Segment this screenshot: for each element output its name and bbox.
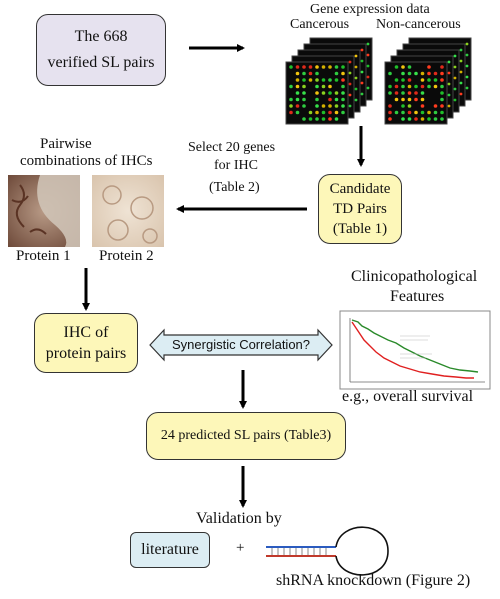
- source-box: The 668 verified SL pairs: [36, 14, 166, 86]
- source-box-line2: verified SL pairs: [47, 54, 155, 71]
- shrna-label: shRNA knockdown (Figure 2): [276, 572, 471, 589]
- ihc-box: IHC of protein pairs: [34, 313, 138, 373]
- validation-title: Validation by: [196, 510, 282, 527]
- expression-title: Gene expression data: [310, 2, 430, 17]
- microarray-cancerous-stack: [285, 37, 373, 125]
- candidate-box-line1: Candidate: [329, 181, 391, 197]
- select-genes-line3: (Table 2): [209, 180, 260, 195]
- ihc-box-line1: IHC of: [63, 324, 109, 341]
- clinico-example: e.g., overall survival: [342, 388, 474, 405]
- literature-label: literature: [141, 541, 199, 558]
- expression-cancerous-label: Cancerous: [290, 17, 350, 32]
- survival-curve-green: [351, 319, 479, 373]
- ihc-box-line2: protein pairs: [45, 345, 127, 362]
- protein1-label: Protein 1: [16, 248, 71, 264]
- clinico-line1: Clinicopathological: [351, 268, 478, 285]
- ihc-images-title-line2: combinations of IHCs: [20, 153, 153, 169]
- protein2-image: [92, 175, 164, 247]
- predicted-box: 24 predicted SL pairs (Table3): [146, 412, 346, 460]
- ihc-images-title-line1: Pairwise: [40, 136, 92, 152]
- expression-noncancerous-label: Non-cancerous: [376, 17, 461, 32]
- protein1-image: [8, 175, 80, 247]
- candidate-box: Candidate TD Pairs (Table 1): [318, 174, 402, 244]
- protein2-label: Protein 2: [99, 248, 154, 264]
- synergy-label: Synergistic Correlation?: [172, 337, 311, 352]
- clinico-line2: Features: [390, 288, 445, 305]
- microarray-noncancerous-stack: [384, 37, 472, 125]
- candidate-box-line2: TD Pairs: [333, 201, 387, 217]
- literature-box: literature: [130, 532, 210, 568]
- source-box-line1: The 668: [74, 28, 128, 45]
- predicted-box-label: 24 predicted SL pairs (Table3): [160, 428, 332, 443]
- select-genes-line2: for IHC: [214, 158, 258, 173]
- plus-sign: +: [236, 540, 245, 556]
- survival-curve-red: [351, 321, 474, 379]
- candidate-box-line3: (Table 1): [332, 221, 388, 237]
- select-genes-line1: Select 20 genes: [188, 140, 276, 155]
